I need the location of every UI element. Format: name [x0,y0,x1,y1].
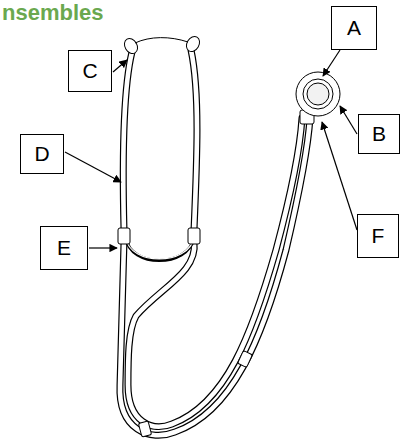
callout-letter: C [82,59,97,82]
callout-box: F [357,214,399,258]
callout-letter: E [57,236,71,259]
callout-letter: A [347,16,361,39]
callout-box: D [20,134,64,174]
section-heading: nsembles [2,0,104,26]
callout-letter: B [372,122,386,145]
callout-box: B [358,114,400,154]
callout-box: A [331,6,377,50]
leader-line [65,50,357,248]
callout-letter: D [34,142,49,165]
callout-box: C [68,50,112,92]
callout-letter: F [372,224,385,247]
callout-box: E [40,226,88,270]
